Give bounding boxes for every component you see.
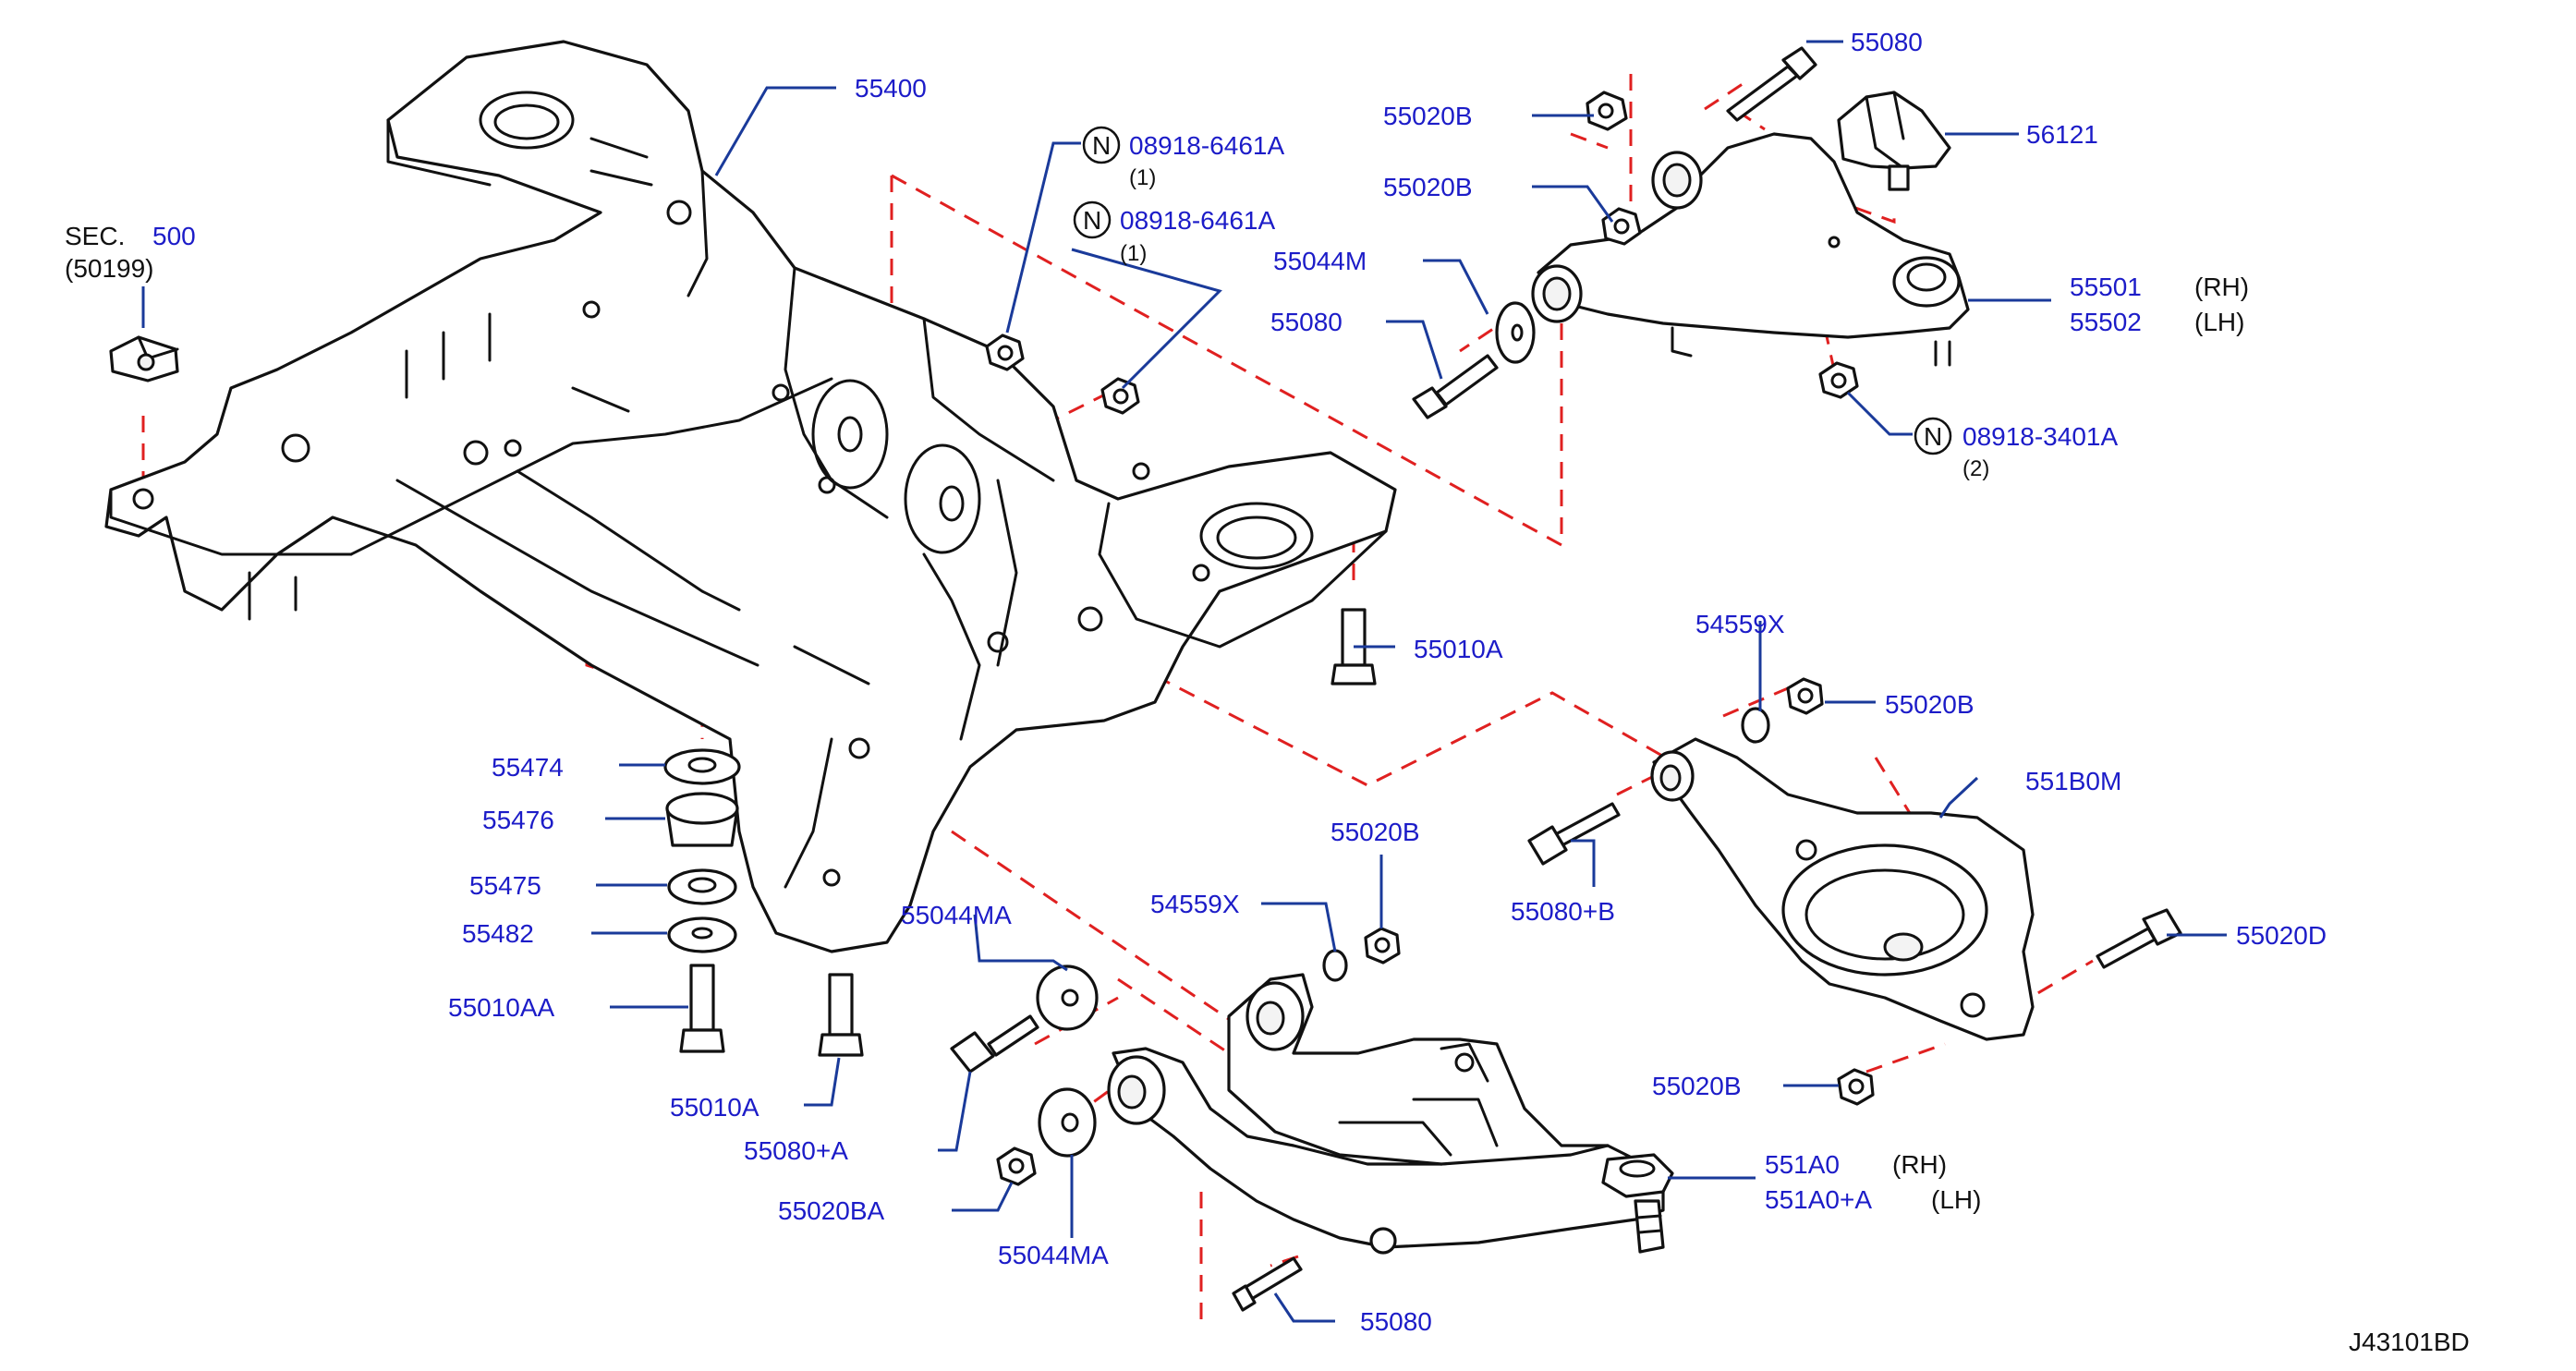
upper-control-arm-55501-55502: [1531, 132, 1970, 367]
label-55474: 55474: [492, 753, 564, 782]
label-55044M: 55044M: [1273, 247, 1367, 275]
label-55020B-right: 55020B: [1885, 690, 1975, 719]
label-lh-lower: (LH): [1931, 1185, 1981, 1214]
labels: 55400 SEC. 500 (50199) N 08918-6461A (1)…: [65, 28, 2470, 1356]
label-55020B-mid: 55020B: [1383, 173, 1473, 201]
label-55010A-right: 55010A: [1414, 635, 1503, 663]
nut-mark-3: N: [1924, 422, 1942, 451]
part-sec-500-bracket: [109, 335, 179, 382]
label-54559X-right: 54559X: [1695, 610, 1785, 638]
label-55020B-bottom: 55020B: [1652, 1072, 1742, 1100]
label-55080A: 55080+A: [744, 1136, 848, 1165]
label-55476: 55476: [482, 806, 554, 834]
rear-link-551B0M: [1527, 677, 2182, 1106]
label-55010A-left: 55010A: [670, 1093, 759, 1122]
label-55080B: 55080+B: [1511, 897, 1615, 926]
label-rh-upper: (RH): [2194, 273, 2249, 301]
bump-stop-56121: [1837, 91, 1951, 191]
label-551B0M: 551B0M: [2025, 767, 2121, 795]
nut-note-3: N 08918-3401A (2): [1914, 417, 2118, 481]
nut-mark-1: N: [1092, 131, 1111, 160]
nut-qty-1: (1): [1129, 165, 1156, 190]
label-55501: 55501: [2070, 273, 2142, 301]
label-55475: 55475: [469, 871, 541, 900]
label-sec-sub: (50199): [65, 254, 154, 283]
label-55020D: 55020D: [2236, 921, 2327, 950]
nut-code-3: 08918-3401A: [1962, 422, 2118, 451]
nut-note-2: N 08918-6461A (1): [1073, 200, 1275, 266]
leader-lines: [141, 40, 2227, 1323]
label-55020B-top: 55020B: [1383, 102, 1473, 130]
label-55044MA-upper: 55044MA: [901, 901, 1012, 929]
label-55020BA: 55020BA: [778, 1196, 885, 1225]
nut-qty-3: (2): [1962, 456, 1989, 481]
label-551A0: 551A0: [1765, 1150, 1840, 1179]
label-55020B-lower: 55020B: [1331, 818, 1420, 846]
label-rh-lower: (RH): [1892, 1150, 1947, 1179]
label-55080-left: 55080: [1270, 308, 1343, 336]
label-54559X-lower: 54559X: [1150, 890, 1240, 918]
label-55482: 55482: [462, 919, 534, 948]
label-55044MA-lower: 55044MA: [998, 1241, 1109, 1269]
label-55010AA: 55010AA: [448, 993, 555, 1022]
label-55080-bottom: 55080: [1360, 1307, 1432, 1336]
label-55502: 55502: [2070, 308, 2142, 336]
nut-qty-2: (1): [1120, 241, 1147, 266]
nut-note-1: N 08918-6461A (1): [1082, 126, 1284, 190]
nut-mark-2: N: [1083, 206, 1101, 235]
bushing-stack: [663, 748, 864, 1057]
label-551A0A: 551A0+A: [1765, 1185, 1872, 1214]
fasteners-lower: [950, 927, 1401, 1312]
subframe-55400: [104, 40, 1397, 953]
nut-code-1: 08918-6461A: [1129, 131, 1284, 160]
label-lh-upper: (LH): [2194, 308, 2244, 336]
label-sec-prefix: SEC.: [65, 222, 125, 250]
label-55400: 55400: [855, 74, 927, 103]
nut-code-2: 08918-6461A: [1120, 206, 1275, 235]
label-55080-top: 55080: [1851, 28, 1923, 56]
label-56121: 56121: [2026, 120, 2098, 149]
lower-control-arm-551A0: [1107, 973, 1674, 1255]
diagram-code: J43101BD: [2349, 1328, 2470, 1356]
fasteners-upper: [985, 46, 1859, 686]
label-sec-number: 500: [152, 222, 196, 250]
